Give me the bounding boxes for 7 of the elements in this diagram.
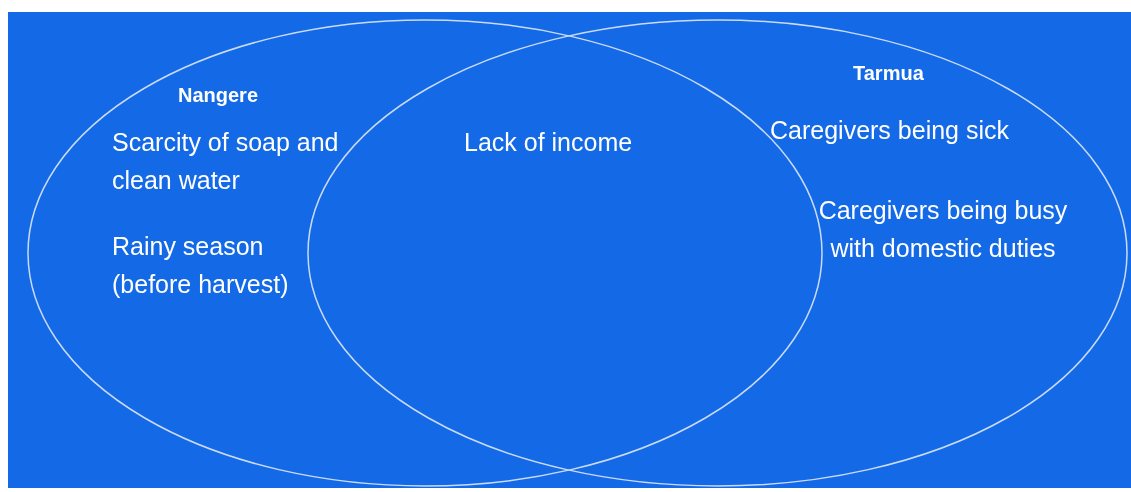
set-item: Caregivers being sick	[770, 115, 1010, 146]
overlap-item: Lack of income	[464, 127, 634, 158]
set-item: Scarcity of soap and clean water	[112, 127, 340, 196]
set-title: Tarmua	[853, 61, 925, 86]
set-item: Caregivers being busy with domestic duties	[817, 195, 1069, 264]
set-item: Rainy season (before harvest)	[112, 231, 290, 300]
set-title: Nangere	[178, 83, 260, 108]
